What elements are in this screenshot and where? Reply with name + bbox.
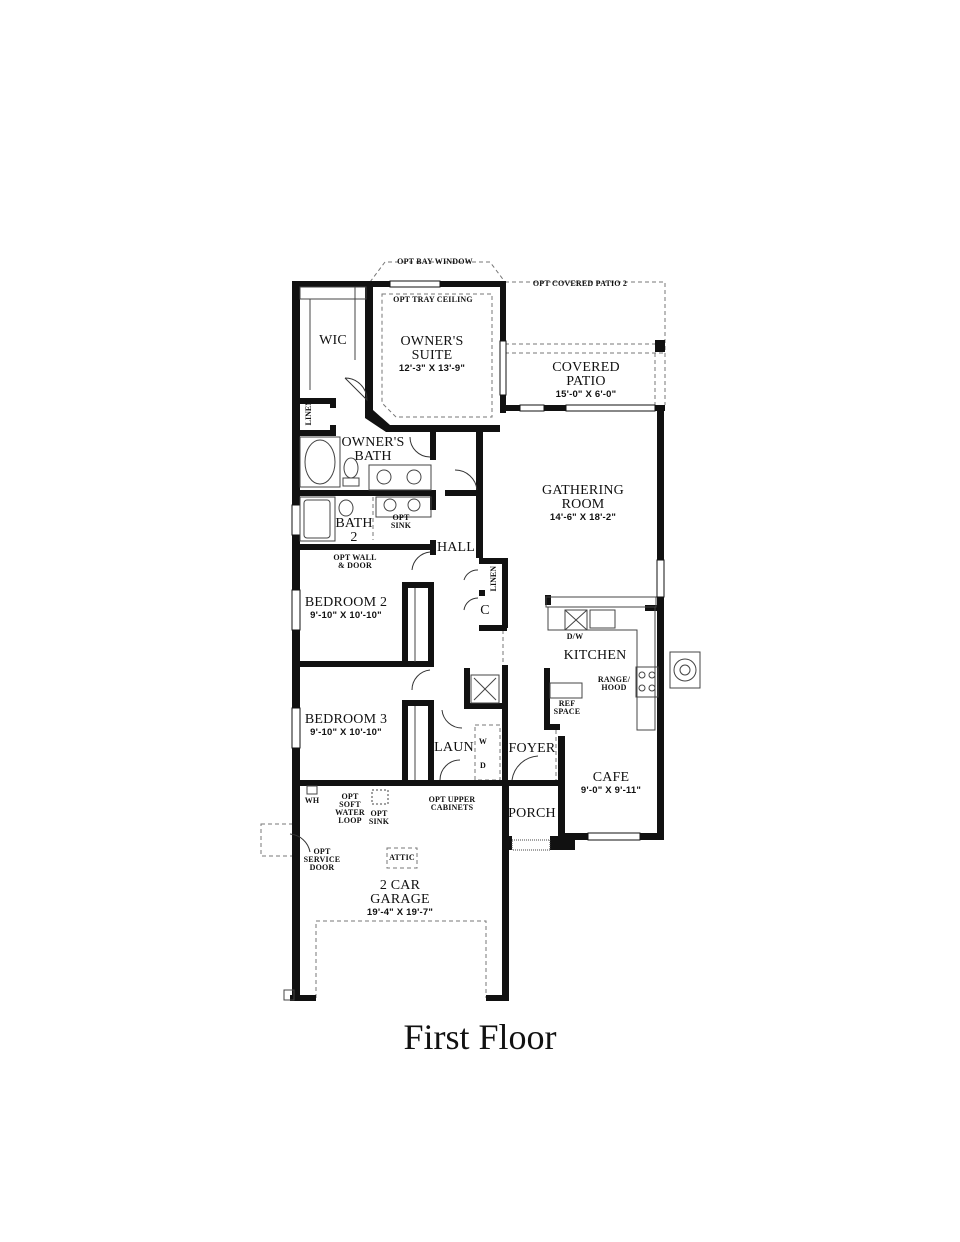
room-linen-owner: LINEN <box>304 400 313 426</box>
dryer-label: D <box>480 761 486 770</box>
opt-garage-sink-label: OPT SINK <box>368 809 390 826</box>
room-wic: WIC <box>319 333 347 348</box>
attic-hatch <box>386 847 418 869</box>
water-heater-label: WH <box>304 796 320 805</box>
washer-label: W <box>478 737 488 746</box>
garage-dims: 19'-4" X 19'-7" <box>366 907 434 918</box>
dishwasher-label: D/W <box>566 632 584 641</box>
owners-suite-dims: 12'-3" X 13'-9" <box>398 363 466 374</box>
bedroom-3-dims: 9'-10" X 10'-10" <box>310 727 382 738</box>
opt-covered-patio-2-label: OPT COVERED PATIO 2 <box>532 279 628 288</box>
bedroom-2-dims: 9'-10" X 10'-10" <box>310 610 382 621</box>
room-bedroom-3: BEDROOM 3 9'-10" X 10'-10" <box>304 712 388 738</box>
opt-soft-water-loop-label: OPT SOFT WATER LOOP <box>335 792 365 825</box>
room-closet: C <box>480 603 490 618</box>
opt-wall-door-label: OPT WALL & DOOR <box>333 553 377 570</box>
gathering-room-dims: 14'-6" X 18'-2" <box>549 512 617 523</box>
room-bath-2: BATH 2 <box>335 516 373 545</box>
opt-sink-label: OPT SINK <box>390 513 412 530</box>
room-bedroom-2: BEDROOM 2 9'-10" X 10'-10" <box>304 595 388 621</box>
ref-space-label: REF SPACE <box>553 699 581 716</box>
room-kitchen: KITCHEN <box>563 648 627 663</box>
room-cafe: CAFE 9'-0" X 9'-11" <box>580 770 642 796</box>
opt-service-door-label: OPT SERVICE DOOR <box>303 847 341 872</box>
range-hood-label: RANGE/ HOOD <box>597 675 631 692</box>
room-hall: HALL <box>436 540 476 555</box>
garage-door-outline <box>315 920 487 998</box>
floor-title: First Floor <box>403 1017 557 1057</box>
tray-ceiling-outline <box>381 293 493 418</box>
room-linen-hall: LINEN <box>489 566 498 592</box>
covered-patio-dims: 15'-0" X 6'-0" <box>555 389 617 400</box>
room-owners-bath: OWNER'S BATH <box>341 435 405 464</box>
opt-tray-ceiling-label: OPT TRAY CEILING <box>393 295 473 304</box>
room-owners-suite: OWNER'S SUITE 12'-3" X 13'-9" <box>398 334 466 374</box>
room-porch: PORCH <box>508 806 556 821</box>
opt-upper-cabinets-label: OPT UPPER CABINETS <box>428 795 476 812</box>
room-foyer: FOYER <box>508 741 556 756</box>
cafe-dims: 9'-0" X 9'-11" <box>580 785 642 796</box>
service-door-outline <box>260 823 294 857</box>
covered-patio-2-outline <box>505 281 666 405</box>
room-gathering-room: GATHERING ROOM 14'-6" X 18'-2" <box>542 483 624 523</box>
opt-bay-window-label: OPT BAY WINDOW <box>397 257 473 266</box>
room-laundry: LAUN <box>434 740 474 755</box>
attic-label: ATTIC <box>389 853 415 862</box>
room-garage: 2 CAR GARAGE 19'-4" X 19'-7" <box>366 878 434 918</box>
bay-window-outline <box>369 261 506 283</box>
room-covered-patio: COVERED PATIO 15'-0" X 6'-0" <box>552 360 620 400</box>
